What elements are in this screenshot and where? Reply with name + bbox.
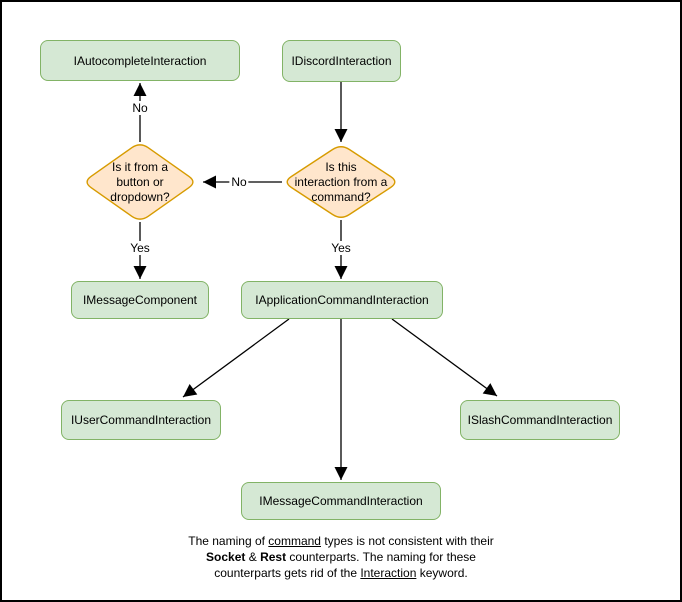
- node-discord-interaction: IDiscordInteraction: [282, 40, 401, 82]
- decision-line: dropdown?: [110, 189, 170, 204]
- decision-line: button or: [116, 174, 164, 189]
- decision-diamond-from-command: [286, 146, 396, 218]
- decision-line: interaction from a: [294, 174, 388, 189]
- decision-line: Is it from a: [111, 159, 168, 174]
- arrow-application-to-slash-command: [391, 318, 498, 397]
- edge-label-no-to-autocomplete: No: [130, 101, 150, 115]
- edge-label-yes-to-message-component: Yes: [128, 241, 152, 255]
- arrow-application-to-user-command: [182, 318, 290, 398]
- decision-label-from-command: Is this interaction from a command?: [281, 158, 401, 206]
- node-user-command-interaction: IUserCommandInteraction: [61, 400, 221, 440]
- note-line-1: The naming of command types is not consi…: [188, 534, 494, 548]
- decision-diamond-button-dropdown: [86, 144, 194, 220]
- note-line-3: counterparts gets rid of the Interaction…: [214, 566, 468, 580]
- node-message-component: IMessageComponent: [71, 281, 209, 319]
- edge-label-yes-to-application-command: Yes: [329, 241, 353, 255]
- node-autocomplete-interaction: IAutocompleteInteraction: [40, 40, 240, 81]
- edge-label-no-to-button-decision: No: [229, 175, 249, 189]
- node-application-command-interaction: IApplicationCommandInteraction: [241, 281, 443, 319]
- note-underline-interaction: Interaction: [360, 566, 417, 580]
- note-bold-rest: Rest: [260, 550, 287, 564]
- note-text: The naming of command types is not consi…: [2, 533, 680, 581]
- note-underline-command: command: [268, 534, 321, 548]
- node-slash-command-interaction: ISlashCommandInteraction: [460, 400, 620, 440]
- decision-line: Is this: [325, 159, 357, 174]
- decision-line: command?: [311, 189, 371, 204]
- node-message-command-interaction: IMessageCommandInteraction: [241, 482, 441, 520]
- note-line-2: Socket & Rest counterparts. The naming f…: [206, 550, 476, 564]
- decision-label-button-dropdown: Is it from a button or dropdown?: [88, 158, 192, 206]
- note-bold-socket: Socket: [206, 550, 246, 564]
